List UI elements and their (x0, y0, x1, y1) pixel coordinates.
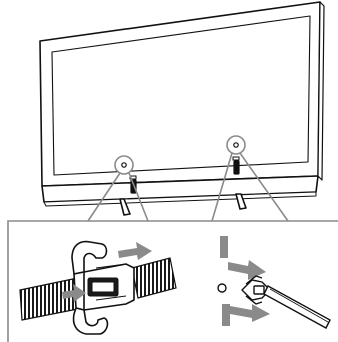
ribbed-cable-tail (132, 258, 176, 298)
cable-holder-hole (218, 284, 226, 292)
arrow-left-icon (230, 304, 270, 322)
left-holder-hole (122, 163, 126, 167)
gray-block-top (220, 236, 228, 258)
round-cable (264, 286, 330, 328)
right-holder-slot (234, 161, 239, 174)
right-holder-hole (234, 143, 238, 147)
tv-set (40, 2, 324, 206)
arrow-right-icon (118, 242, 152, 260)
clip-detail (20, 242, 176, 334)
gray-block-bottom (222, 304, 230, 326)
insert-detail (218, 236, 330, 328)
clip-bottom-hook (74, 308, 108, 334)
